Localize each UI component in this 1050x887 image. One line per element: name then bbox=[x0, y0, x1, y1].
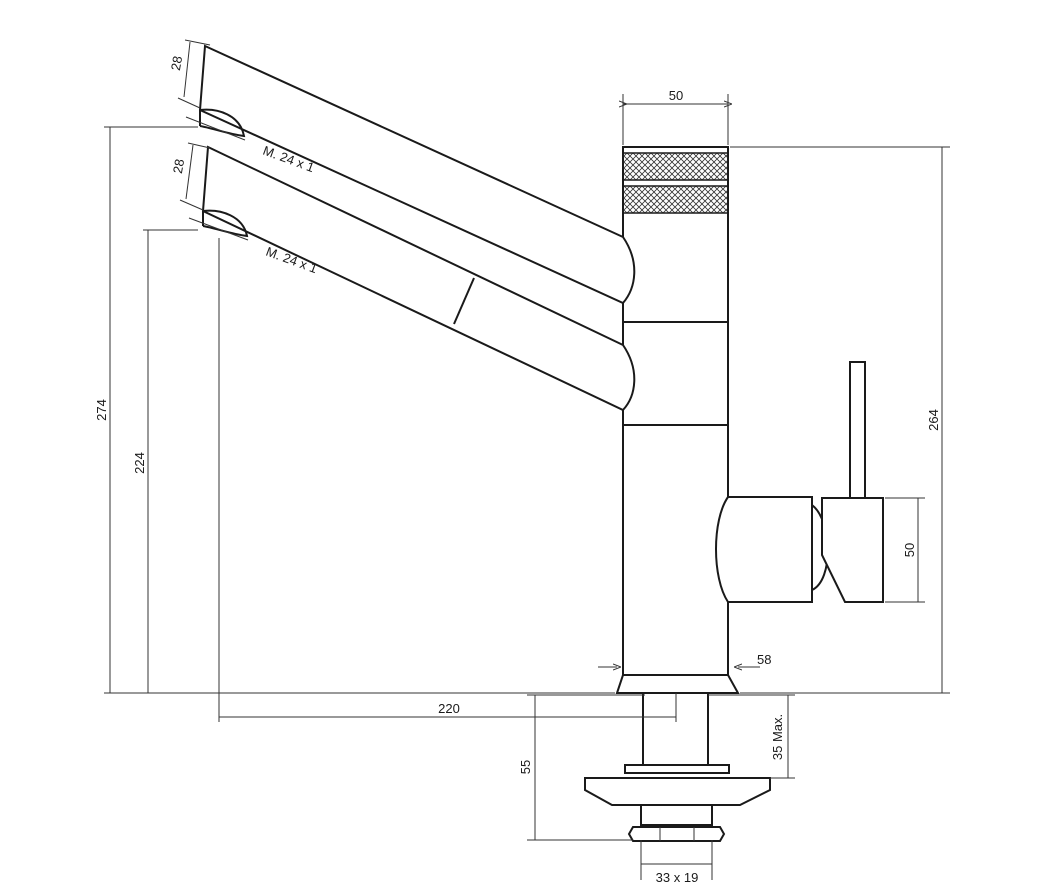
dim-height-upper-spout: 274 bbox=[94, 399, 109, 421]
lower-spout bbox=[201, 145, 636, 412]
dim-reach: 220 bbox=[438, 701, 460, 716]
faucet-body bbox=[622, 146, 729, 694]
dim-total-height: 264 bbox=[926, 409, 941, 431]
base-and-mount bbox=[584, 674, 771, 842]
dim-base-width: 58 bbox=[757, 652, 771, 667]
dim-max-deck-thickness: 35 Max. bbox=[770, 714, 785, 760]
dim-shank-length: 55 bbox=[518, 760, 533, 774]
dim-spout-thickness-upper: 28 bbox=[168, 55, 185, 72]
upper-spout bbox=[198, 44, 636, 305]
dimension-lines bbox=[104, 39, 950, 880]
dim-spout-thickness-lower: 28 bbox=[170, 158, 187, 175]
dim-body-width-top: 50 bbox=[669, 88, 683, 103]
knurl-ring-lower bbox=[622, 185, 729, 214]
dim-height-lower-spout: 224 bbox=[132, 452, 147, 474]
knurl-ring-upper bbox=[622, 152, 729, 181]
dim-nut-size: 33 x 19 bbox=[656, 870, 699, 885]
side-handle bbox=[715, 361, 884, 603]
dim-handle-height: 50 bbox=[902, 543, 917, 557]
